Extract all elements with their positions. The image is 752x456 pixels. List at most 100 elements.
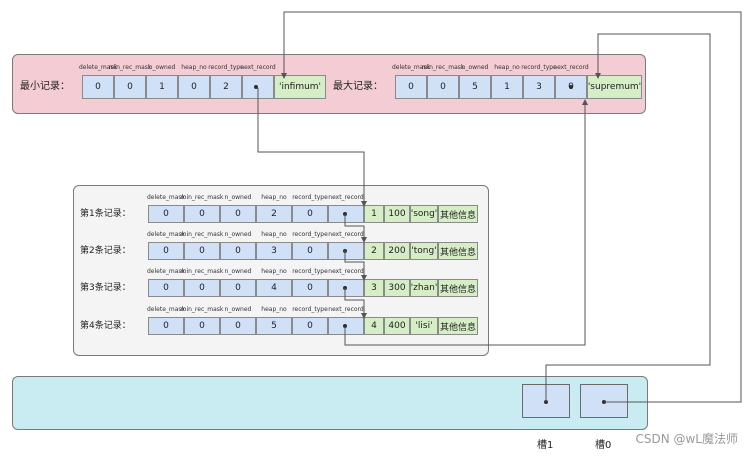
record-4-header-n-owned: n_owned: [224, 306, 252, 313]
record-4-header-next-record: next_record: [328, 306, 364, 313]
slot-1-pointer-dot: [544, 400, 548, 404]
record-4-header-heap-no: heap_no: [261, 306, 287, 313]
record-1-cell-delete-mask: 0: [148, 205, 184, 223]
record-4-data-cell-1: 400: [384, 317, 410, 335]
record-4-header-record-type: record_type: [292, 306, 328, 313]
max-record-cell-delete-mask: 0: [395, 75, 427, 99]
record-1-cell-min-rec-mask: 0: [184, 205, 220, 223]
min-record-data-cell-0: 'infimum': [274, 75, 326, 99]
record-3-cell-delete-mask: 0: [148, 279, 184, 297]
max-record-label: 最大记录：: [333, 81, 383, 92]
record-2-cell-heap-no: 3: [256, 242, 292, 260]
record-4-cell-delete-mask: 0: [148, 317, 184, 335]
max-record-header-min-rec-mask: min_rec_mask: [421, 64, 465, 71]
record-3-label: 第3条记录：: [80, 283, 131, 293]
max-record-cell-record-type: 3: [523, 75, 555, 99]
min-record-header-next-record: next_record: [240, 64, 276, 71]
record-2-header-delete-mask: delete_mask: [146, 231, 186, 238]
min-record-cell-n-owned: 1: [146, 75, 178, 99]
record-3-data-cell-1: 300: [384, 279, 410, 297]
record-2-next-record-dot: [343, 249, 347, 253]
record-2-cell-min-rec-mask: 0: [184, 242, 220, 260]
record-3-data-cell-3: 其他信息: [438, 279, 478, 297]
record-2-data-cell-1: 200: [384, 242, 410, 260]
record-4-header-min-rec-mask: min_rec_mask: [180, 306, 224, 313]
record-4-cell-n-owned: 0: [220, 317, 256, 335]
record-3-header-n-owned: n_owned: [224, 268, 252, 275]
record-1-data-cell-0: 1: [364, 205, 384, 223]
max-record-header-next-record: next_record: [553, 64, 589, 71]
record-4-data-cell-2: 'lisi': [410, 317, 438, 335]
min-record-header-heap-no: heap_no: [181, 64, 207, 71]
min-record-header-n-owned: n_owned: [148, 64, 176, 71]
record-4-data-cell-3: 其他信息: [438, 317, 478, 335]
max-record-header-n-owned: n_owned: [461, 64, 489, 71]
record-4-cell-record-type: 0: [292, 317, 328, 335]
min-record-header-min-rec-mask: min_rec_mask: [108, 64, 152, 71]
record-3-header-next-record: next_record: [328, 268, 364, 275]
record-3-cell-n-owned: 0: [220, 279, 256, 297]
min-record-cell-delete-mask: 0: [82, 75, 114, 99]
record-4-data-cell-0: 4: [364, 317, 384, 335]
record-2-label: 第2条记录：: [80, 246, 131, 256]
slot-0-label: 槽0: [595, 440, 612, 451]
record-2-cell-record-type: 0: [292, 242, 328, 260]
watermark: CSDN @wL魔法师: [635, 432, 738, 446]
min-record-cell-record-type: 2: [210, 75, 242, 99]
record-3-next-record-dot: [343, 286, 347, 290]
record-4-cell-heap-no: 5: [256, 317, 292, 335]
max-record-header-record-type: record_type: [521, 64, 557, 71]
record-2-data-cell-3: 其他信息: [438, 242, 478, 260]
record-1-header-next-record: next_record: [328, 194, 364, 201]
record-2-data-cell-0: 2: [364, 242, 384, 260]
record-2-cell-n-owned: 0: [220, 242, 256, 260]
record-2-cell-delete-mask: 0: [148, 242, 184, 260]
record-1-data-cell-3: 其他信息: [438, 205, 478, 223]
max-record-header-heap-no: heap_no: [494, 64, 520, 71]
record-4-header-delete-mask: delete_mask: [146, 306, 186, 313]
max-record-next-record-dot: [569, 85, 573, 89]
record-1-header-heap-no: heap_no: [261, 194, 287, 201]
record-3-data-cell-0: 3: [364, 279, 384, 297]
max-record-cell-min-rec-mask: 0: [427, 75, 459, 99]
record-1-cell-record-type: 0: [292, 205, 328, 223]
record-1-label: 第1条记录：: [80, 209, 131, 219]
record-3-data-cell-2: 'zhan': [410, 279, 438, 297]
record-1-cell-n-owned: 0: [220, 205, 256, 223]
record-3-header-delete-mask: delete_mask: [146, 268, 186, 275]
record-3-cell-min-rec-mask: 0: [184, 279, 220, 297]
record-4-label: 第4条记录：: [80, 321, 131, 331]
min-record-header-record-type: record_type: [208, 64, 244, 71]
record-3-cell-heap-no: 4: [256, 279, 292, 297]
record-1-next-record-dot: [343, 212, 347, 216]
record-1-header-n-owned: n_owned: [224, 194, 252, 201]
record-2-data-cell-2: 'tong': [410, 242, 438, 260]
record-3-header-heap-no: heap_no: [261, 268, 287, 275]
record-3-header-min-rec-mask: min_rec_mask: [180, 268, 224, 275]
record-2-header-next-record: next_record: [328, 231, 364, 238]
record-1-header-min-rec-mask: min_rec_mask: [180, 194, 224, 201]
min-record-next-record-dot: [254, 85, 258, 89]
record-3-cell-record-type: 0: [292, 279, 328, 297]
min-record-cell-heap-no: 0: [178, 75, 210, 99]
record-4-next-record-dot: [343, 324, 347, 328]
slot-1-label: 槽1: [537, 440, 554, 451]
record-1-header-record-type: record_type: [292, 194, 328, 201]
max-record-data-cell-0: 'supremum': [587, 75, 642, 99]
record-3-header-record-type: record_type: [292, 268, 328, 275]
record-4-cell-min-rec-mask: 0: [184, 317, 220, 335]
max-record-cell-heap-no: 1: [491, 75, 523, 99]
min-record-cell-min-rec-mask: 0: [114, 75, 146, 99]
slot-0-pointer-dot: [602, 400, 606, 404]
record-1-header-delete-mask: delete_mask: [146, 194, 186, 201]
record-1-data-cell-1: 100: [384, 205, 410, 223]
min-record-label: 最小记录：: [20, 81, 70, 92]
record-2-header-min-rec-mask: min_rec_mask: [180, 231, 224, 238]
min-record-cell-next-record: [242, 75, 274, 99]
record-2-header-record-type: record_type: [292, 231, 328, 238]
record-1-data-cell-2: 'song': [410, 205, 438, 223]
max-record-cell-n-owned: 5: [459, 75, 491, 99]
record-2-header-n-owned: n_owned: [224, 231, 252, 238]
record-2-header-heap-no: heap_no: [261, 231, 287, 238]
record-1-cell-heap-no: 2: [256, 205, 292, 223]
